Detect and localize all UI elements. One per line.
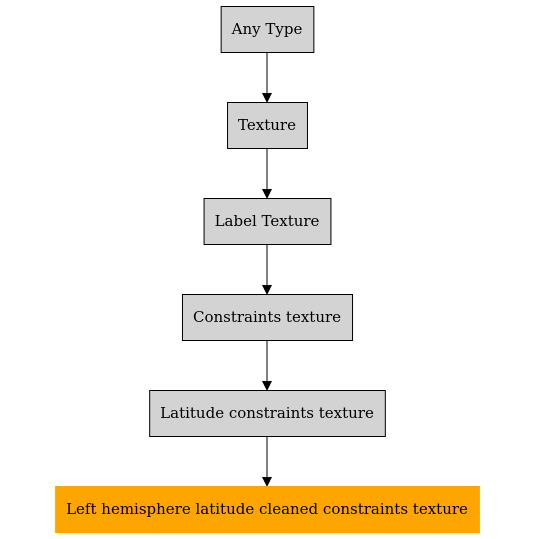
node-label: Texture <box>238 116 296 134</box>
node-latitude-constraints-texture: Latitude constraints texture <box>149 390 386 437</box>
node-label: Label Texture <box>215 212 320 230</box>
node-box <box>55 486 480 533</box>
node-box <box>220 6 315 53</box>
node-label: Left hemisphere latitude cleaned constra… <box>66 500 468 518</box>
node-constraints-texture: Constraints texture <box>181 294 354 341</box>
node-box <box>181 294 354 341</box>
node-box <box>203 198 332 245</box>
node-box <box>149 390 386 437</box>
node-label-texture: Label Texture <box>203 198 332 245</box>
node-texture: Texture <box>227 102 308 149</box>
node-label: Any Type <box>231 20 303 38</box>
node-label: Latitude constraints texture <box>160 404 374 422</box>
node-any-type: Any Type <box>220 6 315 53</box>
node-left-hemisphere-latitude-cleaned-constraints-texture: Left hemisphere latitude cleaned constra… <box>55 486 480 533</box>
node-box <box>227 102 308 149</box>
node-label: Constraints texture <box>193 308 341 326</box>
